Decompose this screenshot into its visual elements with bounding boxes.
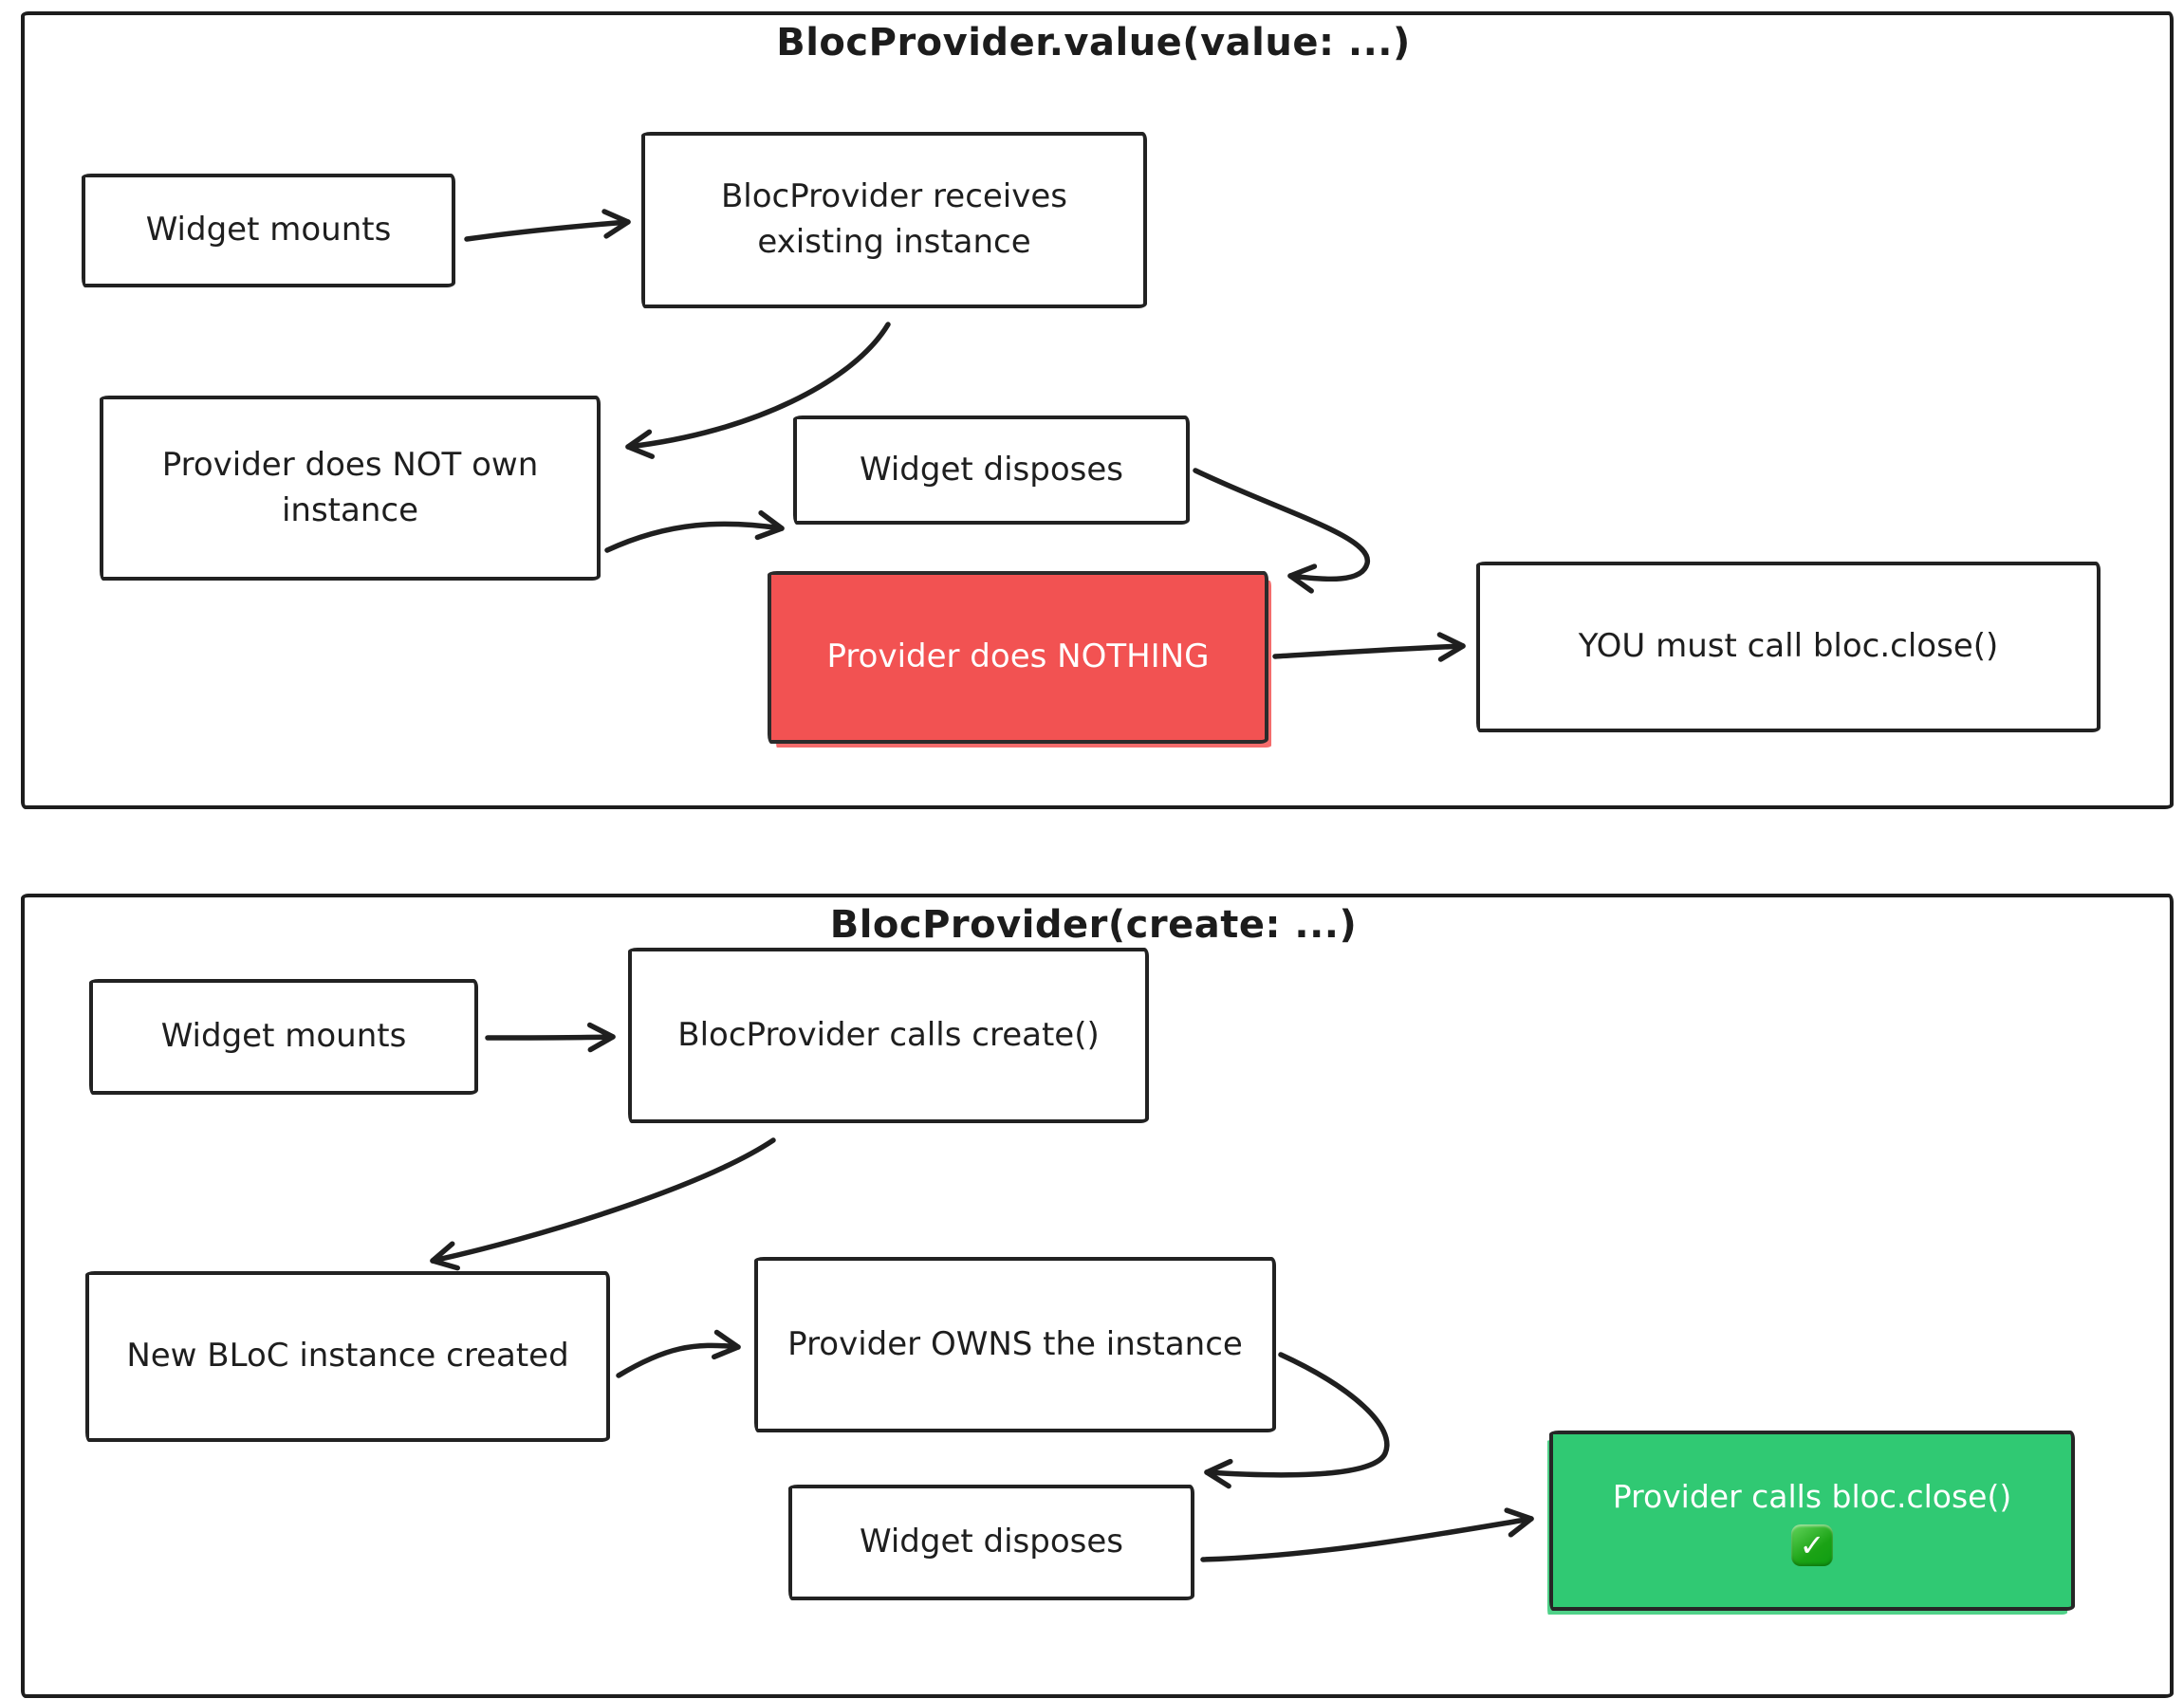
node-you-must-call-close: YOU must call bloc.close() [1476,562,2101,732]
node-provider-calls-close-label: Provider calls bloc.close() [1612,1477,2012,1515]
panel-title-blocprovider-value: BlocProvider.value(value: ...) [776,21,1411,65]
node-new-bloc-created: New BLoC instance created [85,1271,610,1442]
check-icon: ✓ [1791,1524,1833,1567]
node-widget-mounts-2: Widget mounts [89,979,478,1095]
node-provider-not-own: Provider does NOT own instance [100,396,601,581]
node-provider-owns: Provider OWNS the instance [754,1257,1276,1432]
node-provider-not-own-label: Provider does NOT own instance [161,445,539,529]
node-calls-create-label: BlocProvider calls create() [677,1015,1100,1054]
node-receives-existing-instance: BlocProvider receives existing instance [641,132,1147,308]
node-widget-disposes-1-label: Widget disposes [859,450,1123,489]
node-provider-calls-close: Provider calls bloc.close() ✓ [1549,1431,2075,1611]
panel-blocprovider-create [21,894,2174,1698]
node-widget-mounts-2-label: Widget mounts [160,1017,407,1056]
node-new-bloc-created-label: New BLoC instance created [126,1337,569,1376]
node-receives-existing-instance-label: BlocProvider receives existing instance [720,177,1068,261]
node-widget-mounts-1-label: Widget mounts [145,211,392,249]
node-widget-disposes-2-label: Widget disposes [859,1523,1123,1561]
node-you-must-call-close-label: YOU must call bloc.close() [1578,627,1999,666]
node-widget-disposes-2: Widget disposes [788,1485,1194,1600]
node-calls-create: BlocProvider calls create() [628,948,1149,1123]
node-provider-does-nothing-label: Provider does NOTHING [826,637,1210,676]
node-provider-does-nothing: Provider does NOTHING [768,571,1268,744]
node-widget-disposes-1: Widget disposes [793,416,1190,525]
node-provider-owns-label: Provider OWNS the instance [787,1324,1243,1363]
panel-blocprovider-value [21,11,2174,809]
node-widget-mounts-1: Widget mounts [82,174,455,287]
panel-title-blocprovider-create: BlocProvider(create: ...) [829,903,1358,947]
